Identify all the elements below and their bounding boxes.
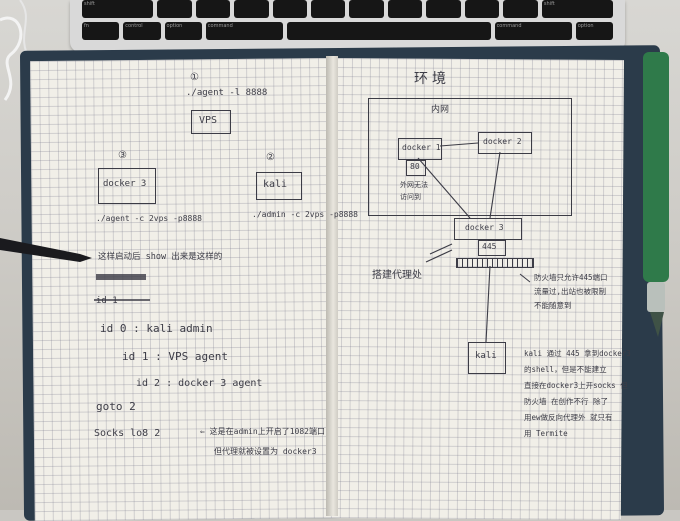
para-line-3: 直接在docker3上开socks 但 <box>524 381 628 390</box>
intranet-label: 内网 <box>431 105 450 115</box>
note-show: 这样启动后 show 出来是这样的 <box>98 252 223 262</box>
key-option-left: option <box>164 22 202 40</box>
outside-note-2: 访问到 <box>400 193 421 201</box>
key <box>464 0 500 18</box>
kali-right-label: kali <box>475 351 497 361</box>
vps-label: VPS <box>199 115 218 126</box>
key-fn: fn <box>82 22 120 40</box>
key <box>311 0 346 18</box>
line-socks: Socks lo8 2 <box>94 428 161 439</box>
socks-note-1: ⇐ 这是在admin上开启了1082端口 <box>200 427 325 436</box>
key-shift-right: shift <box>541 0 613 18</box>
docker3-left-label: docker 3 <box>103 179 147 189</box>
socks-note-2: 但代理就被设置为 docker3 <box>214 447 317 456</box>
key <box>272 0 307 18</box>
para-line-2: 的shell，但是不能建立 <box>524 365 607 374</box>
laptop-keyboard: shift shift fn control option command co… <box>70 0 625 52</box>
crossed-line-1 <box>96 272 146 282</box>
docker1-box: docker 1 <box>398 138 442 160</box>
kali-box-left: kali <box>256 172 302 200</box>
key-command-right: command <box>494 22 572 40</box>
para-line-4: 防火墙 在创作不行 除了 <box>524 397 609 406</box>
key <box>387 0 423 18</box>
port80-label: 80 <box>410 162 420 171</box>
firewall-bar <box>456 258 534 268</box>
step3-command: ./agent -c 2vps -p8888 <box>96 214 202 223</box>
docker2-label: docker 2 <box>483 137 522 146</box>
step2-command: ./admin -c 2vps -p8888 <box>252 210 358 219</box>
key-space <box>286 22 491 40</box>
key <box>426 0 461 18</box>
step1-command: ./agent -l 8888 <box>186 88 268 98</box>
port445-label: 445 <box>482 242 497 251</box>
line-id0: id 0 : kali admin <box>100 322 213 335</box>
outside-note-1: 外网无法 <box>400 181 428 189</box>
para-line-5: 用ew做反向代理外 就只有 <box>524 413 613 422</box>
docker3-box-left: docker 3 <box>98 168 156 204</box>
line-id1: id 1 : VPS agent <box>122 350 228 363</box>
step3-marker: ③ <box>118 150 127 161</box>
key <box>349 0 384 18</box>
port80-box: 80 <box>406 160 426 176</box>
line-goto: goto 2 <box>96 400 136 413</box>
kali-left-label: kali <box>263 179 288 190</box>
key <box>157 0 192 18</box>
port445-box: 445 <box>478 240 506 256</box>
firewall-note-3: 不能随意到 <box>534 301 572 310</box>
para-line-1: kali 通过 445 拿到docker3 <box>524 349 631 358</box>
key-option-right: option <box>575 22 614 40</box>
docker3-box-right: docker 3 <box>454 218 522 240</box>
key <box>503 0 538 18</box>
build-proxy-label: 搭建代理处 <box>372 270 422 281</box>
crossed-line-2: id 1 <box>96 296 118 306</box>
vps-box: VPS <box>191 110 231 134</box>
docker1-label: docker 1 <box>402 143 441 152</box>
firewall-note-2: 流量过,出站也被限制 <box>534 287 607 296</box>
key-command-left: command <box>205 22 283 40</box>
kali-box-right: kali <box>468 342 506 374</box>
key-row-2: fn control option command command option <box>82 22 614 40</box>
key <box>234 0 269 18</box>
key-shift-left: shift <box>82 0 154 18</box>
docker2-box: docker 2 <box>478 132 532 154</box>
line-id2: id 2 : docker 3 agent <box>136 378 263 389</box>
key-row-1: shift shift <box>82 0 613 18</box>
firewall-note-1: 防火墙只允许445端口 <box>534 273 608 282</box>
key-control: control <box>123 22 161 40</box>
environment-title: 环境 <box>414 71 450 87</box>
para-line-6: 用 Termite <box>524 429 568 438</box>
notebook-spine <box>326 56 338 516</box>
green-pen <box>643 52 669 337</box>
black-pen <box>0 238 92 262</box>
step1-marker: ① <box>190 72 199 83</box>
step2-marker: ② <box>266 152 275 163</box>
key <box>195 0 231 18</box>
docker3-right-label: docker 3 <box>465 223 504 232</box>
